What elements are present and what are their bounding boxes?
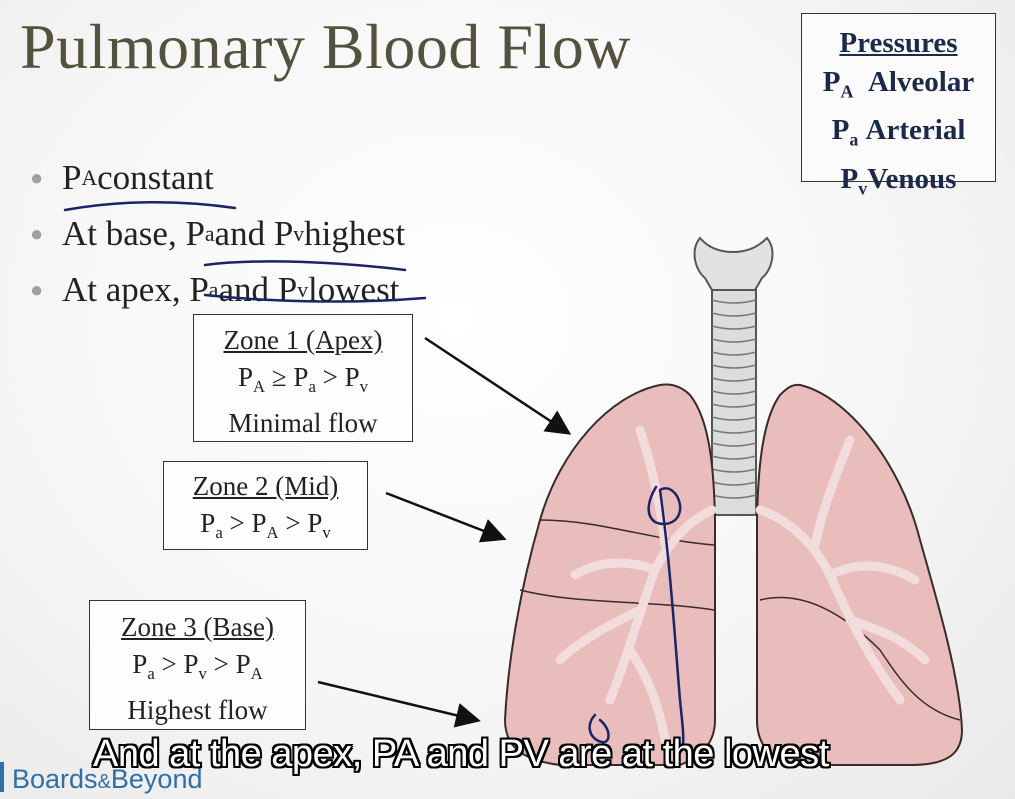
boards-beyond-logo: Boards&Beyond — [0, 762, 202, 795]
bullet-dot-icon: ● — [30, 277, 44, 302]
zone1-box: Zone 1 (Apex) PA ≥ Pa > Pv Minimal flow — [193, 314, 413, 442]
left-lung-icon — [755, 383, 964, 766]
zone3-expression: Pa > Pv > PA — [132, 649, 263, 683]
slide-title: Pulmonary Blood Flow — [20, 11, 631, 82]
arrow-zone2 — [385, 491, 507, 543]
zone3-note: Highest flow — [127, 694, 268, 725]
arrow-zone1 — [424, 336, 572, 435]
pressures-legend-box: Pressures PA Alveolar Pa Arterial PvVeno… — [801, 13, 996, 198]
zone2-box: Zone 2 (Mid) Pa > PA > Pv — [163, 461, 368, 550]
pressure-row-venous: PvVenous — [840, 162, 957, 198]
pressure-row-alveolar: PA Alveolar — [822, 66, 975, 102]
bullet-dot-icon: ● — [30, 165, 44, 190]
zone2-expression: Pa > PA > Pv — [200, 508, 331, 542]
zone1-title: Zone 1 (Apex) — [223, 325, 383, 355]
zone1-note: Minimal flow — [228, 407, 378, 438]
zone2-title: Zone 2 (Mid) — [192, 471, 339, 501]
trachea-icon — [693, 236, 774, 516]
zone3-box: Zone 3 (Base) Pa > Pv > PA Highest flow — [89, 600, 306, 730]
right-lung-icon — [503, 383, 717, 766]
zone3-title: Zone 3 (Base) — [121, 612, 274, 642]
arrow-zone3 — [317, 680, 481, 728]
pressure-row-arterial: Pa Arterial — [831, 114, 966, 150]
bullet-dot-icon: ● — [30, 221, 44, 246]
pressures-heading: Pressures — [839, 27, 958, 59]
video-subtitle: And at the apex, PA and PV are at the lo… — [93, 733, 829, 775]
logo-bar-icon — [0, 762, 4, 792]
zone1-expression: PA ≥ Pa > Pv — [237, 362, 369, 396]
